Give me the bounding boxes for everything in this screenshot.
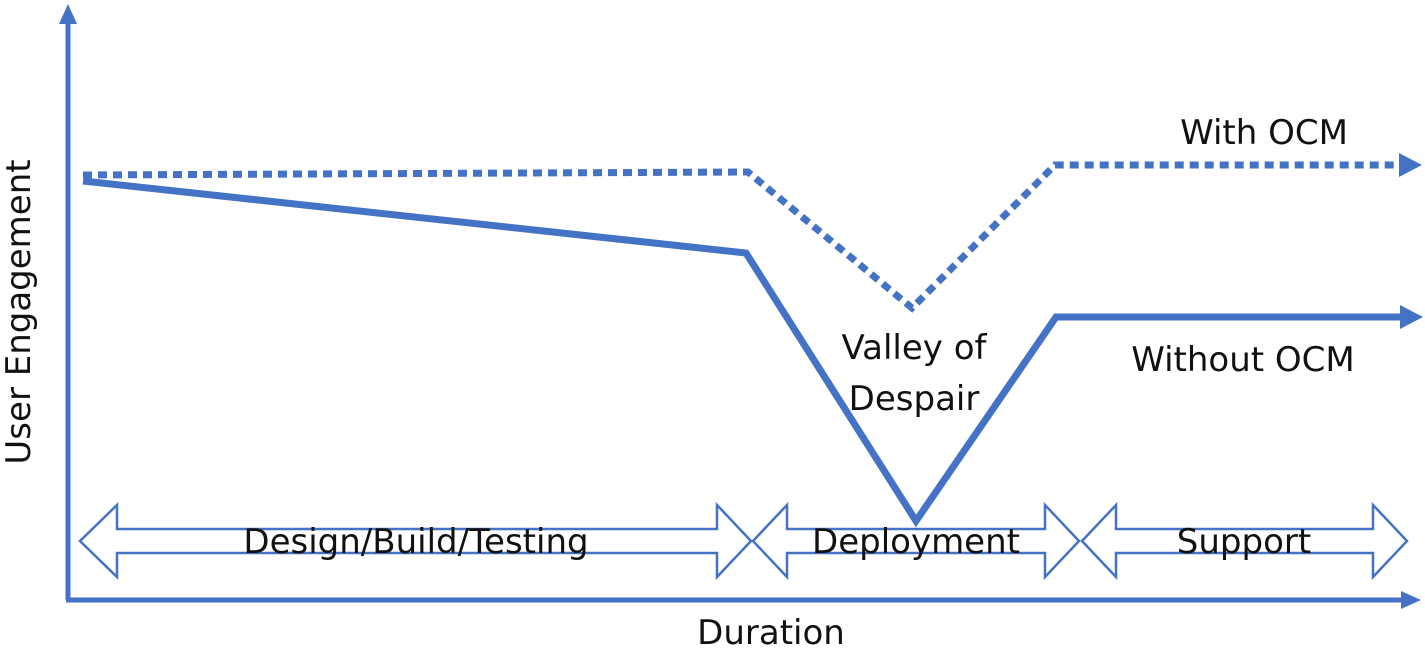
valley-label-line1: Valley of [842,328,988,368]
phase-arrow-support [1080,501,1409,581]
y-axis-label: User Engagement [0,159,39,464]
x-axis-label: Duration [697,613,845,649]
valley-label-line2: Despair [849,379,980,419]
without-ocm-label: Without OCM [1131,340,1355,380]
with-ocm-curve [82,153,1422,313]
phase-arrows [78,501,1409,581]
phase-arrow-design-build-testing [78,501,753,581]
with-ocm-label: With OCM [1180,113,1348,153]
without-ocm-arrowhead [1400,305,1423,329]
phase-label-support: Support [1177,522,1311,562]
without-ocm-curve [82,177,1423,528]
with-ocm-line [82,161,1400,313]
phase-label-deployment: Deployment [812,522,1020,562]
x-axis-arrowhead [1401,591,1421,609]
without-ocm-line [82,177,1400,528]
axes [59,4,1421,609]
phase-arrow-deployment [751,501,1081,581]
y-axis-arrowhead [59,4,77,24]
phase-label-design-build-testing: Design/Build/Testing [243,522,588,562]
with-ocm-arrowhead [1399,153,1422,177]
